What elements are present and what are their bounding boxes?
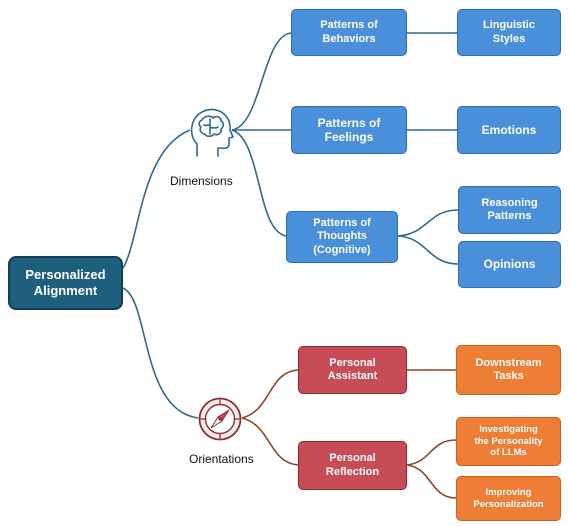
link-thoughts-reasoning <box>397 209 459 237</box>
patterns-of-feelings-node: Patterns of Feelings <box>291 106 407 154</box>
link-orientations-reflection <box>241 417 299 466</box>
orientations-label: Orientations <box>189 452 254 466</box>
personal-assistant-node: Personal Assistant <box>298 346 407 394</box>
emotions-node: Emotions <box>457 106 561 154</box>
investigating-personality-node: Investigating the Personality of LLMs <box>456 417 561 466</box>
link-orientations-assistant <box>241 369 299 419</box>
reasoning-patterns-node: Reasoning Patterns <box>458 186 561 234</box>
link-dimensions-behaviors <box>231 32 292 131</box>
link-dimensions-thoughts <box>231 129 287 237</box>
downstream-tasks-node: Downstream Tasks <box>456 345 561 395</box>
link-root-orientations <box>122 287 199 419</box>
link-reflection-investigating <box>406 439 457 466</box>
root-node: Personalized Alignment <box>8 256 123 310</box>
link-thoughts-opinions <box>397 235 459 265</box>
head-brain-icon <box>190 108 234 157</box>
dimensions-label: Dimensions <box>170 174 233 188</box>
improving-personalization-node: Improving Personalization <box>456 476 561 521</box>
personal-reflection-node: Personal Reflection <box>298 441 407 490</box>
patterns-of-thoughts-node: Patterns of Thoughts (Cognitive) <box>286 211 398 263</box>
link-root-dimensions <box>122 129 191 269</box>
compass-icon <box>198 397 242 441</box>
patterns-of-behaviors-node: Patterns of Behaviors <box>291 9 407 56</box>
link-reflection-improving <box>406 464 457 499</box>
linguistic-styles-node: Linguistic Styles <box>457 9 561 56</box>
opinions-node: Opinions <box>458 241 561 288</box>
